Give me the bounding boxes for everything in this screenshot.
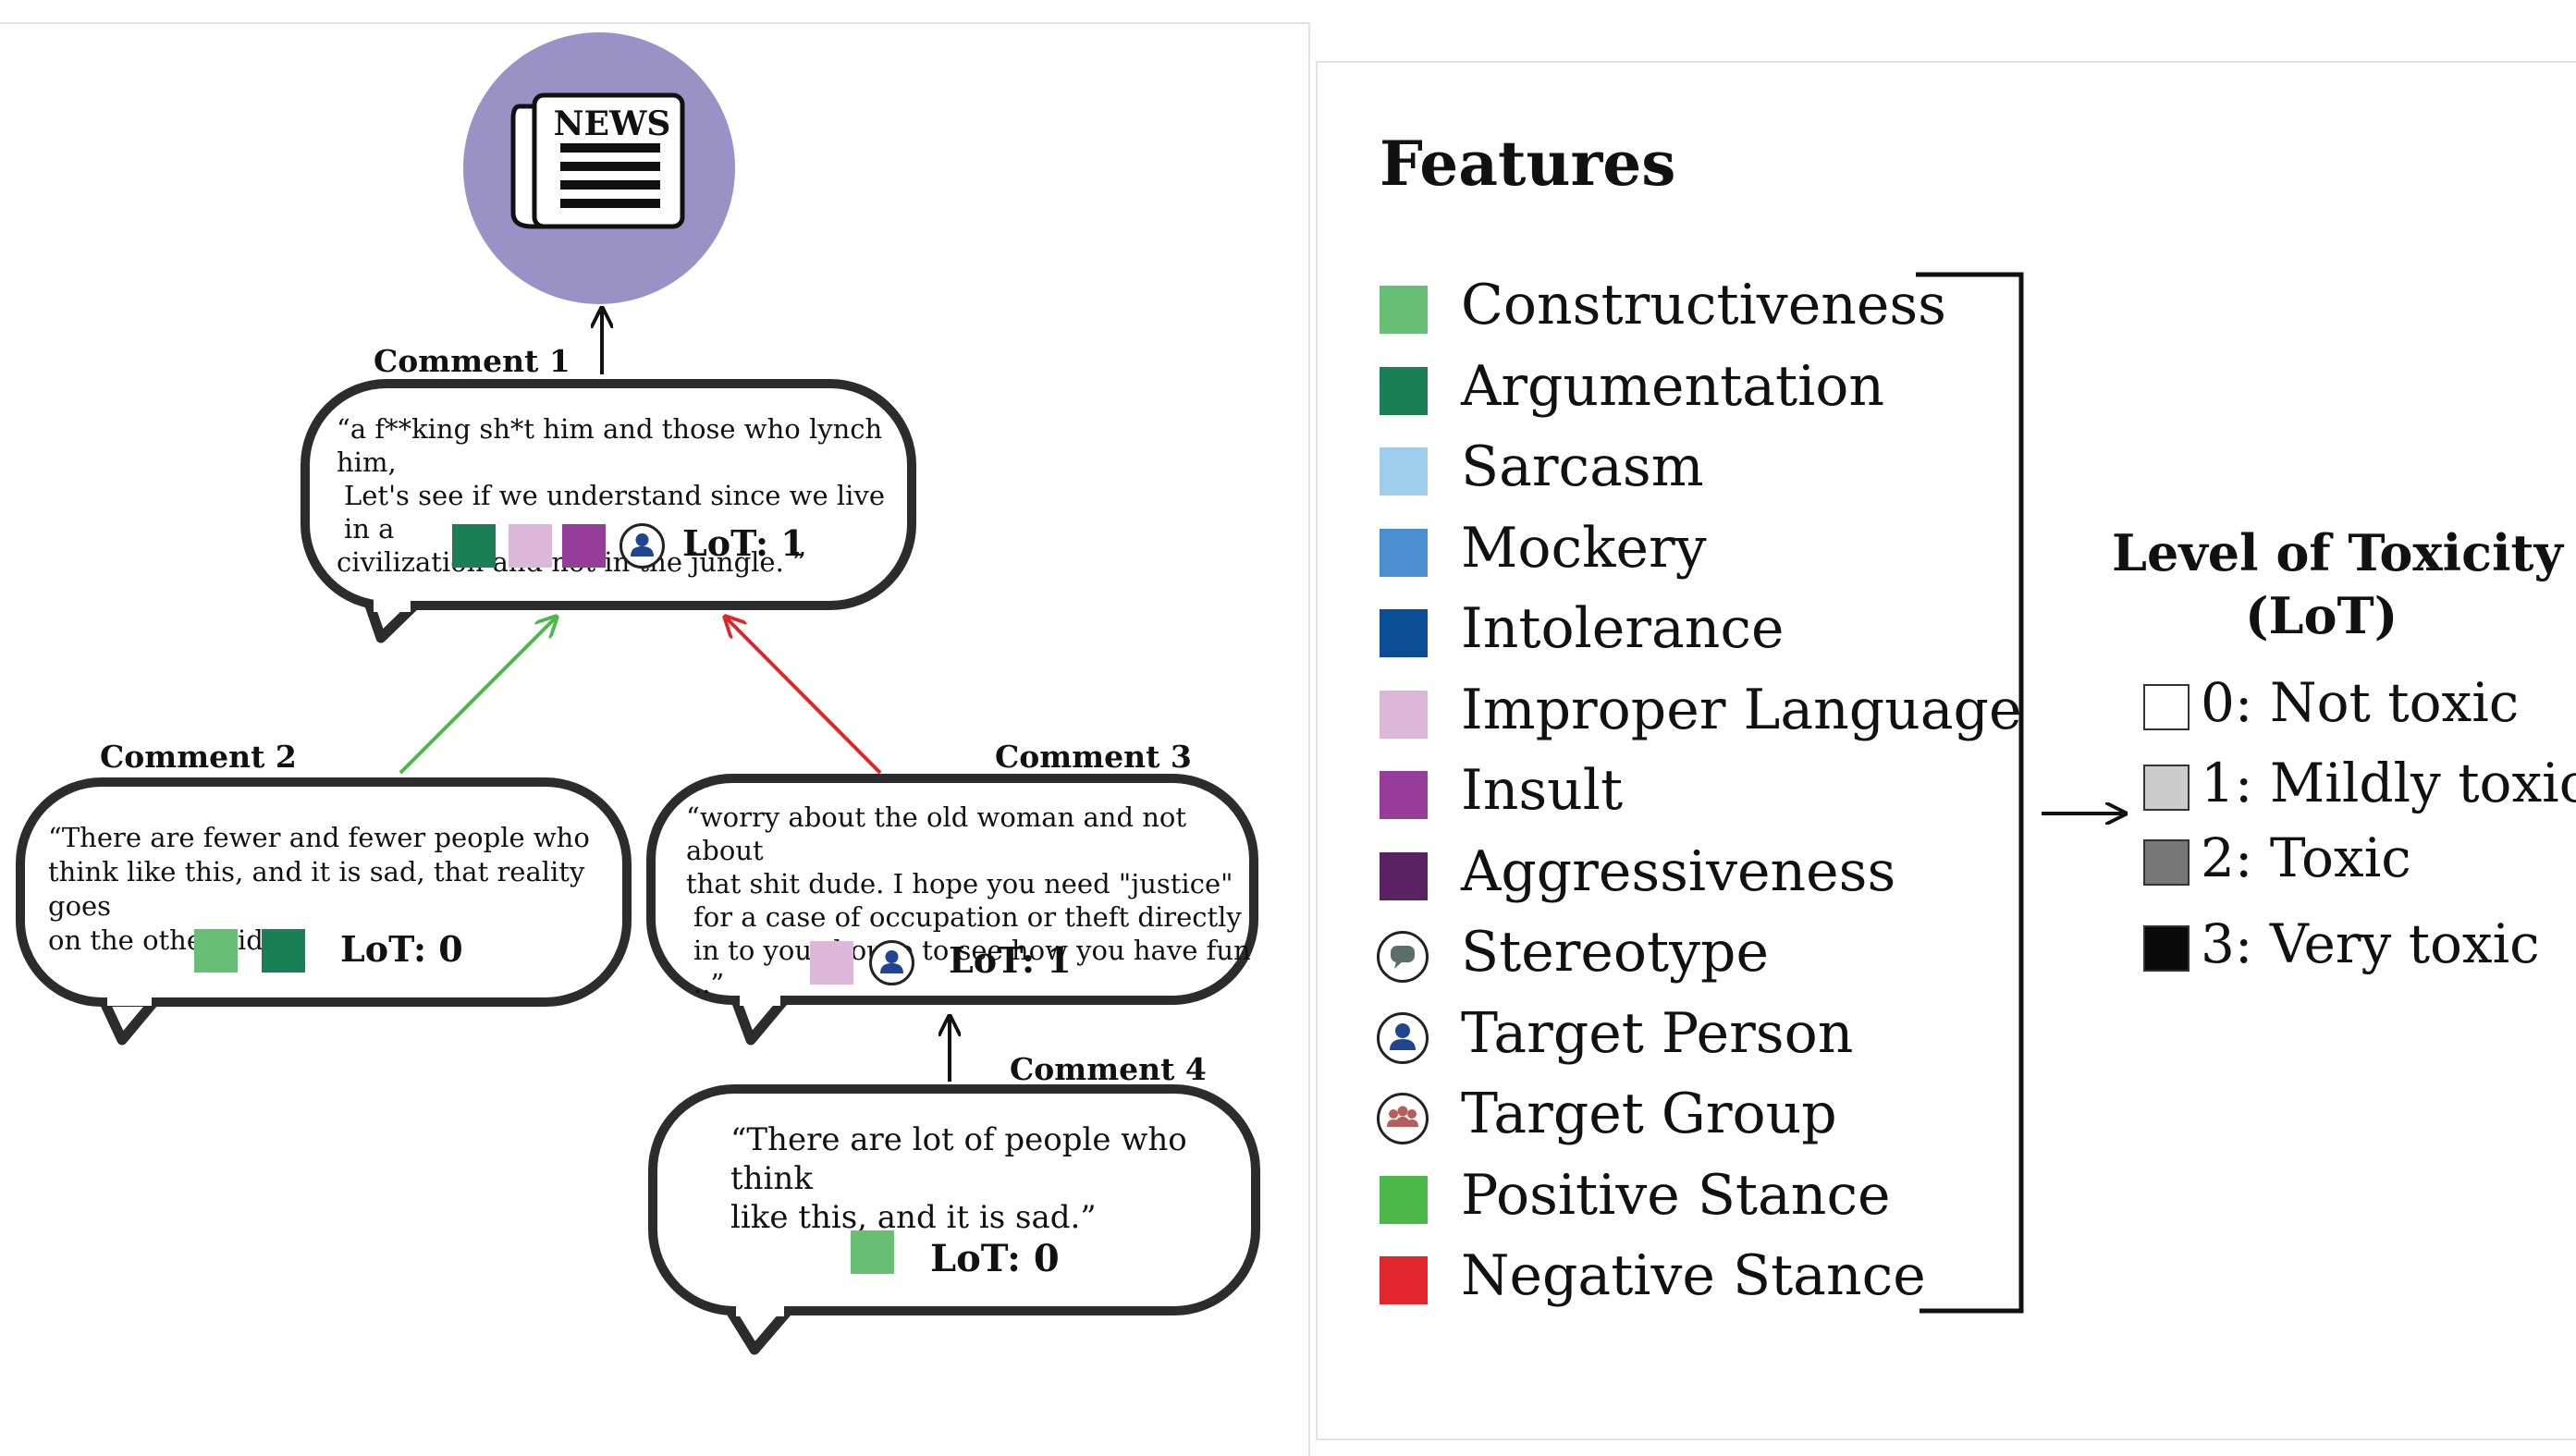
comment-3-line-4: in to your house to see how you have fun… xyxy=(693,935,1251,999)
lot-swatch-level-1 xyxy=(2143,765,2190,811)
feature-swatch-aggressiveness xyxy=(1380,851,1428,900)
comment-4-label: Comment 4 xyxy=(1010,1051,1207,1087)
comment-3-feature-improper-language xyxy=(810,941,853,985)
feature-label-constructiveness: Constructiveness xyxy=(1461,273,1946,337)
comment-4-text: “There are lot of people who think like … xyxy=(730,1120,1248,1237)
lot-label-level-2: 2: Toxic xyxy=(2201,826,2411,889)
comment-1-label: Comment 1 xyxy=(374,343,570,379)
comment-4-lot: LoT: 0 xyxy=(930,1237,1060,1280)
feature-swatch-mockery xyxy=(1380,528,1428,577)
feature-label-argumentation: Argumentation xyxy=(1461,353,1885,419)
person-icon xyxy=(1377,1011,1429,1064)
arrow-positive-stance xyxy=(399,618,555,775)
comment-3-line-3: for a case of occupation or theft direct… xyxy=(693,901,1242,933)
comment-1-line-1: “a f**king sh*t him and those who lynch … xyxy=(337,413,883,478)
lot-label-level-1: 1: Mildly toxic xyxy=(2201,752,2576,814)
news-label: NEWS xyxy=(554,104,671,143)
comment-3-text: “worry about the old woman and not about… xyxy=(686,801,1259,1000)
feature-swatch-improper-language xyxy=(1380,690,1428,739)
feature-label-intolerance: Intolerance xyxy=(1461,596,1785,661)
comment-2-bubble xyxy=(16,777,632,1046)
lot-swatch-level-2 xyxy=(2143,839,2190,886)
comment-1-feature-argumentation xyxy=(452,524,496,568)
comment-2-label: Comment 2 xyxy=(100,739,297,775)
comment-3-bubble xyxy=(646,774,1258,1046)
features-bracket xyxy=(1916,272,2024,1314)
feature-label-mockery: Mockery xyxy=(1461,515,1707,581)
comment-3-target-person-icon xyxy=(869,940,914,985)
feature-label-target-person: Target Person xyxy=(1461,1000,1854,1066)
feature-label-insult: Insult xyxy=(1461,758,1624,823)
comment-3-lot: LoT: 1 xyxy=(949,939,1072,981)
comment-4-line-1: “There are lot of people who think xyxy=(730,1121,1187,1197)
lot-title-line-1: Level of Toxicity xyxy=(2112,523,2563,582)
comment-1-lot: LoT: 1 xyxy=(682,522,805,564)
feature-label-improper-language: Improper Language xyxy=(1461,677,2022,742)
lot-title-line-2: (LoT) xyxy=(2245,586,2398,645)
comment-2-feature-constructiveness xyxy=(194,929,238,973)
features-panel-frame xyxy=(1316,61,2576,1440)
feature-swatch-constructiveness xyxy=(1380,286,1428,334)
comment-4-bubble xyxy=(648,1084,1260,1355)
newspaper-icon xyxy=(510,92,685,229)
feature-label-negative-stance: Negative Stance xyxy=(1461,1243,1926,1308)
group-icon xyxy=(1377,1093,1429,1144)
lot-swatch-level-0 xyxy=(2143,684,2190,730)
comment-1-target-person-icon xyxy=(619,523,665,569)
comment-1-line-2: Let's see if we understand since we live… xyxy=(344,480,885,544)
feature-label-stereotype: Stereotype xyxy=(1461,920,1769,985)
feature-label-aggressiveness: Aggressiveness xyxy=(1461,838,1896,904)
feature-swatch-positive-stance xyxy=(1380,1175,1428,1224)
arrow-negative-stance xyxy=(727,618,882,775)
speech-bubble-icon xyxy=(1377,931,1429,983)
comment-3-line-2: that shit dude. I hope you need "justice… xyxy=(686,868,1233,899)
comment-2-feature-argumentation xyxy=(262,929,305,973)
comment-1-feature-improper-language xyxy=(509,524,552,568)
feature-label-target-group: Target Group xyxy=(1461,1082,1837,1146)
comment-4-line-2: like this, and it is sad.” xyxy=(730,1199,1097,1236)
feature-swatch-negative-stance xyxy=(1380,1256,1428,1304)
comment-2-text: “There are fewer and fewer people who th… xyxy=(48,821,621,958)
comment-3-label: Comment 3 xyxy=(995,739,1192,775)
lot-label-level-0: 0: Not toxic xyxy=(2201,671,2520,734)
lot-swatch-level-3 xyxy=(2143,925,2190,972)
feature-swatch-sarcasm xyxy=(1380,447,1428,496)
features-title: Features xyxy=(1380,128,1676,200)
feature-swatch-insult xyxy=(1380,771,1428,819)
comment-2-line-2: think like this, and it is sad, that rea… xyxy=(48,856,585,922)
feature-swatch-intolerance xyxy=(1380,609,1428,657)
comment-4-feature-constructiveness xyxy=(851,1230,894,1274)
feature-swatch-argumentation xyxy=(1380,366,1428,415)
comment-1-feature-insult xyxy=(562,524,606,568)
comment-2-lot: LoT: 0 xyxy=(340,928,463,970)
feature-label-sarcasm: Sarcasm xyxy=(1461,434,1704,499)
comment-1-text: “a f**king sh*t him and those who lynch … xyxy=(337,412,910,579)
lot-label-level-3: 3: Very toxic xyxy=(2201,912,2540,975)
comment-2-line-3: on the other side.” xyxy=(48,924,302,956)
feature-label-positive-stance: Positive Stance xyxy=(1461,1162,1891,1228)
comment-3-line-1: “worry about the old woman and not about xyxy=(686,801,1187,866)
comment-2-line-1: “There are fewer and fewer people who xyxy=(48,822,590,853)
